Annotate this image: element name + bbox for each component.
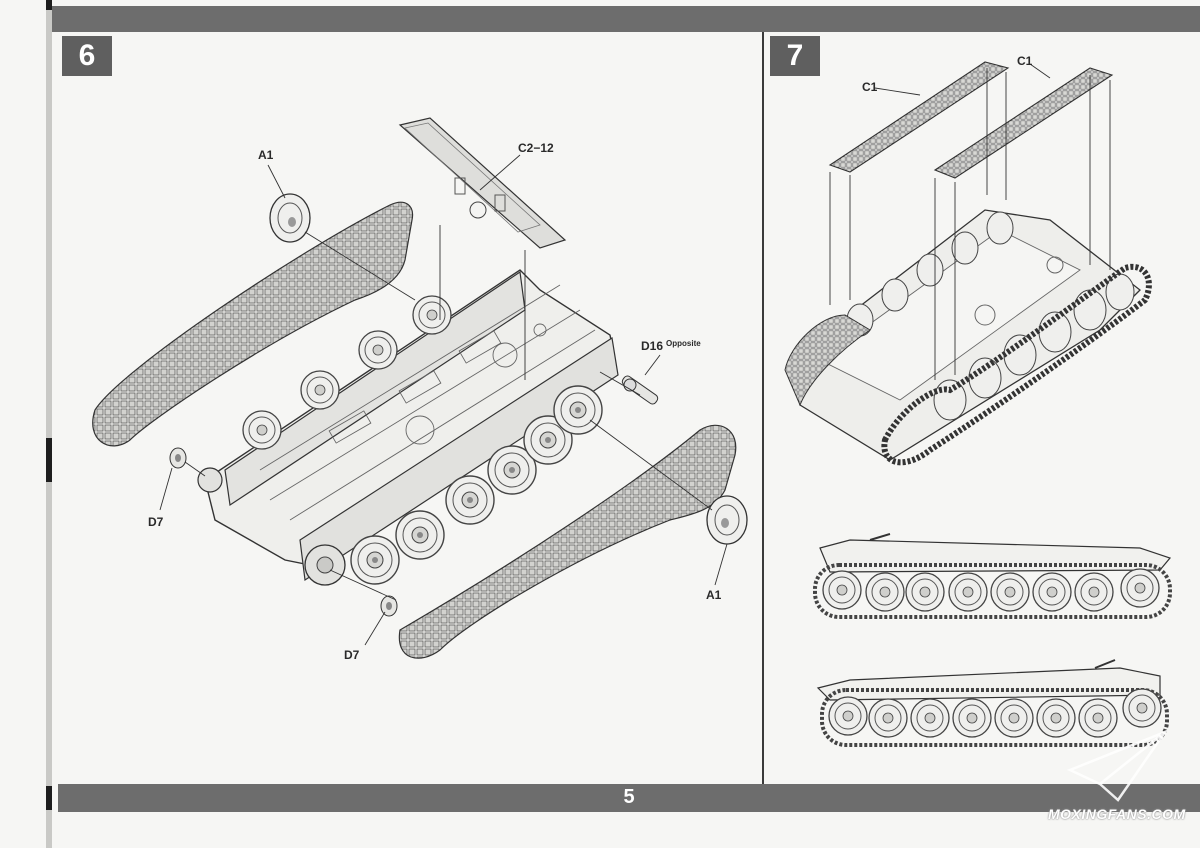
- part-c2-12-plate: [398, 117, 567, 249]
- page-number: 5: [623, 786, 635, 808]
- watermark-text: MOXINGFANS.COM: [1048, 806, 1186, 822]
- hull-wall-near: [299, 336, 619, 582]
- part-d7-bottom: [380, 595, 398, 617]
- track-upper: [92, 201, 414, 447]
- spine-mark: [46, 0, 52, 10]
- step-6-drawing: [92, 117, 748, 659]
- part-c1-track-right: [933, 67, 1114, 179]
- part-c1-track-left: [828, 61, 1010, 173]
- label-c2-12: C2−12: [518, 141, 554, 155]
- label-d7-bottom: D7: [344, 648, 360, 662]
- part-d7-left: [169, 447, 187, 469]
- spine-mark: [46, 438, 52, 482]
- side-view-left: [813, 533, 1172, 619]
- part-a1-wheel-top: [269, 193, 311, 243]
- binding-spine: [46, 0, 52, 848]
- part-a1-wheel-right: [706, 495, 748, 545]
- label-d7-left: D7: [148, 515, 164, 529]
- label-a1-top: A1: [258, 148, 274, 162]
- step-7-drawing: [784, 61, 1172, 802]
- label-d16-part: D16: [641, 339, 664, 353]
- watermark-logo: [1066, 729, 1169, 802]
- header-bar: [52, 6, 1200, 32]
- label-c1-left: C1: [862, 80, 878, 94]
- side-view-right: [816, 659, 1169, 747]
- label-a1-right: A1: [706, 588, 722, 602]
- footer-bar: 5: [58, 784, 1200, 812]
- part-d16-shaft: [621, 375, 659, 405]
- step-7-badge: 7: [770, 36, 820, 76]
- label-d16-note: Opposite: [666, 339, 701, 348]
- step-6-badge: 6: [62, 36, 112, 76]
- step-divider: [762, 32, 764, 784]
- spine-mark: [46, 786, 52, 810]
- label-c1-right: C1: [1017, 54, 1033, 68]
